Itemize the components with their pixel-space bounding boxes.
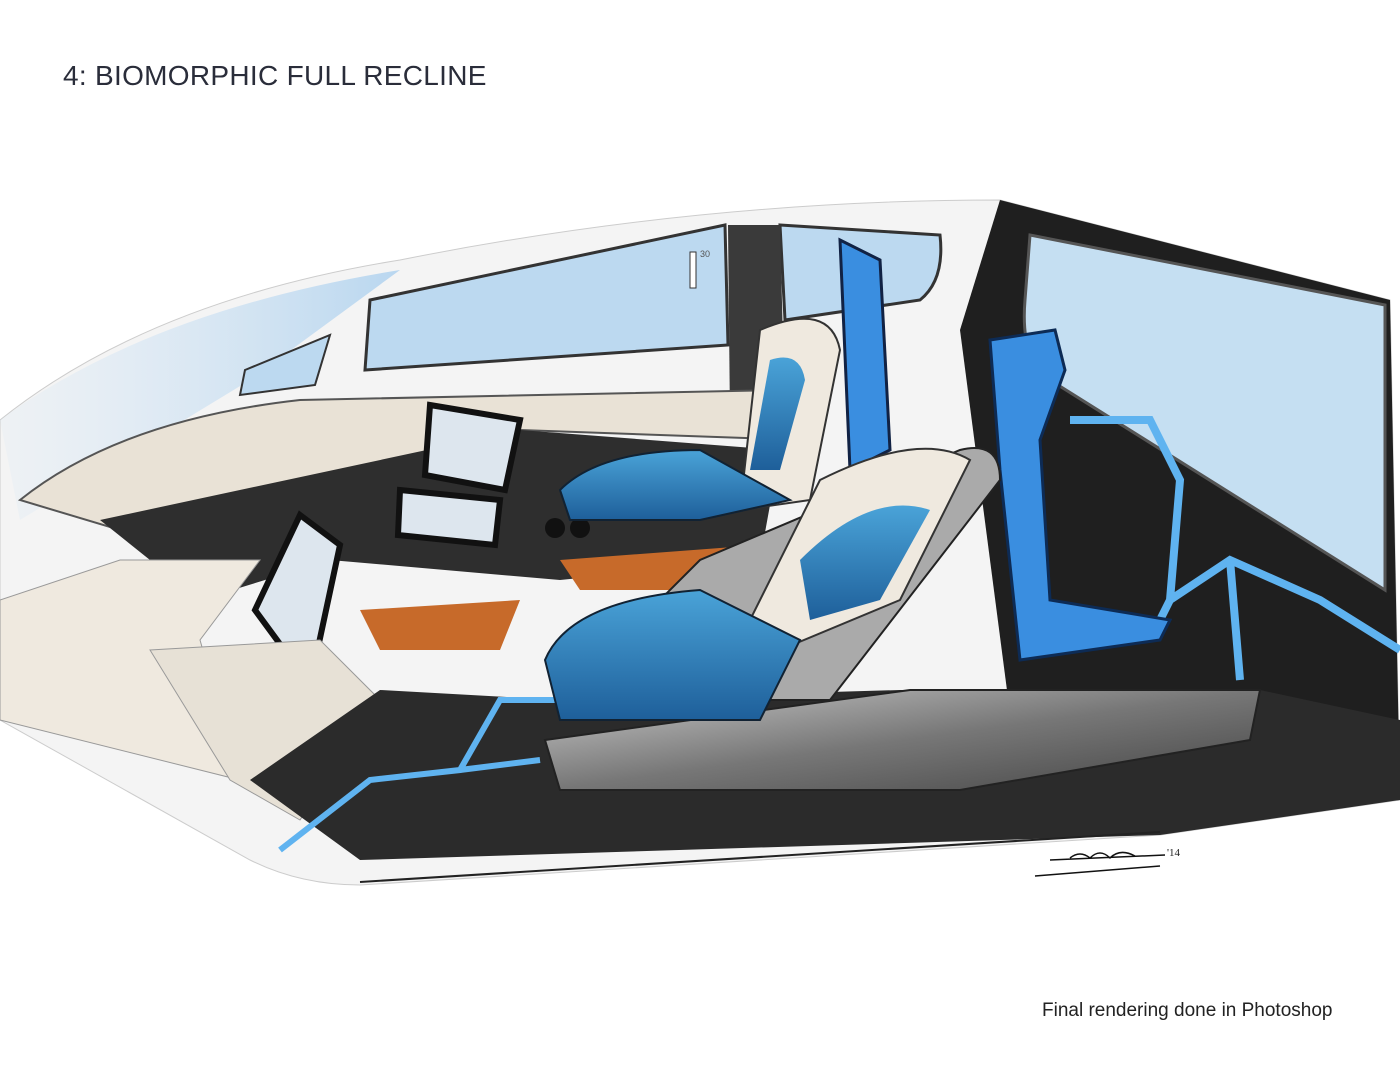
rear-seat-cushion [558, 448, 793, 521]
front-seat-base [543, 689, 1262, 791]
front-seat-back-insert [800, 505, 930, 620]
floor-light-pattern [278, 697, 560, 853]
gauge-sketch [689, 251, 697, 289]
cupholder [570, 518, 590, 538]
front-seat-frame [988, 328, 1173, 662]
sill-line [359, 831, 1161, 883]
front-seat-cushion [543, 588, 802, 721]
cupholder [545, 518, 565, 538]
side-window-front [363, 223, 730, 372]
quarter-window [238, 333, 332, 397]
rear-seat-insert [750, 357, 805, 470]
gauge-label: 30 [700, 249, 710, 259]
rear-seat-frame [838, 237, 892, 473]
center-screen [421, 401, 524, 494]
door-trim [0, 559, 261, 781]
signature-year: '14 [1167, 847, 1180, 859]
wood-trim-lower [360, 600, 520, 650]
artist-signature: '14 [1034, 847, 1180, 877]
page-title: 4: BIOMORPHIC FULL RECLINE [63, 60, 487, 91]
dash-screen [394, 486, 504, 549]
caption: Final rendering done in Photoshop [1042, 1000, 1333, 1021]
